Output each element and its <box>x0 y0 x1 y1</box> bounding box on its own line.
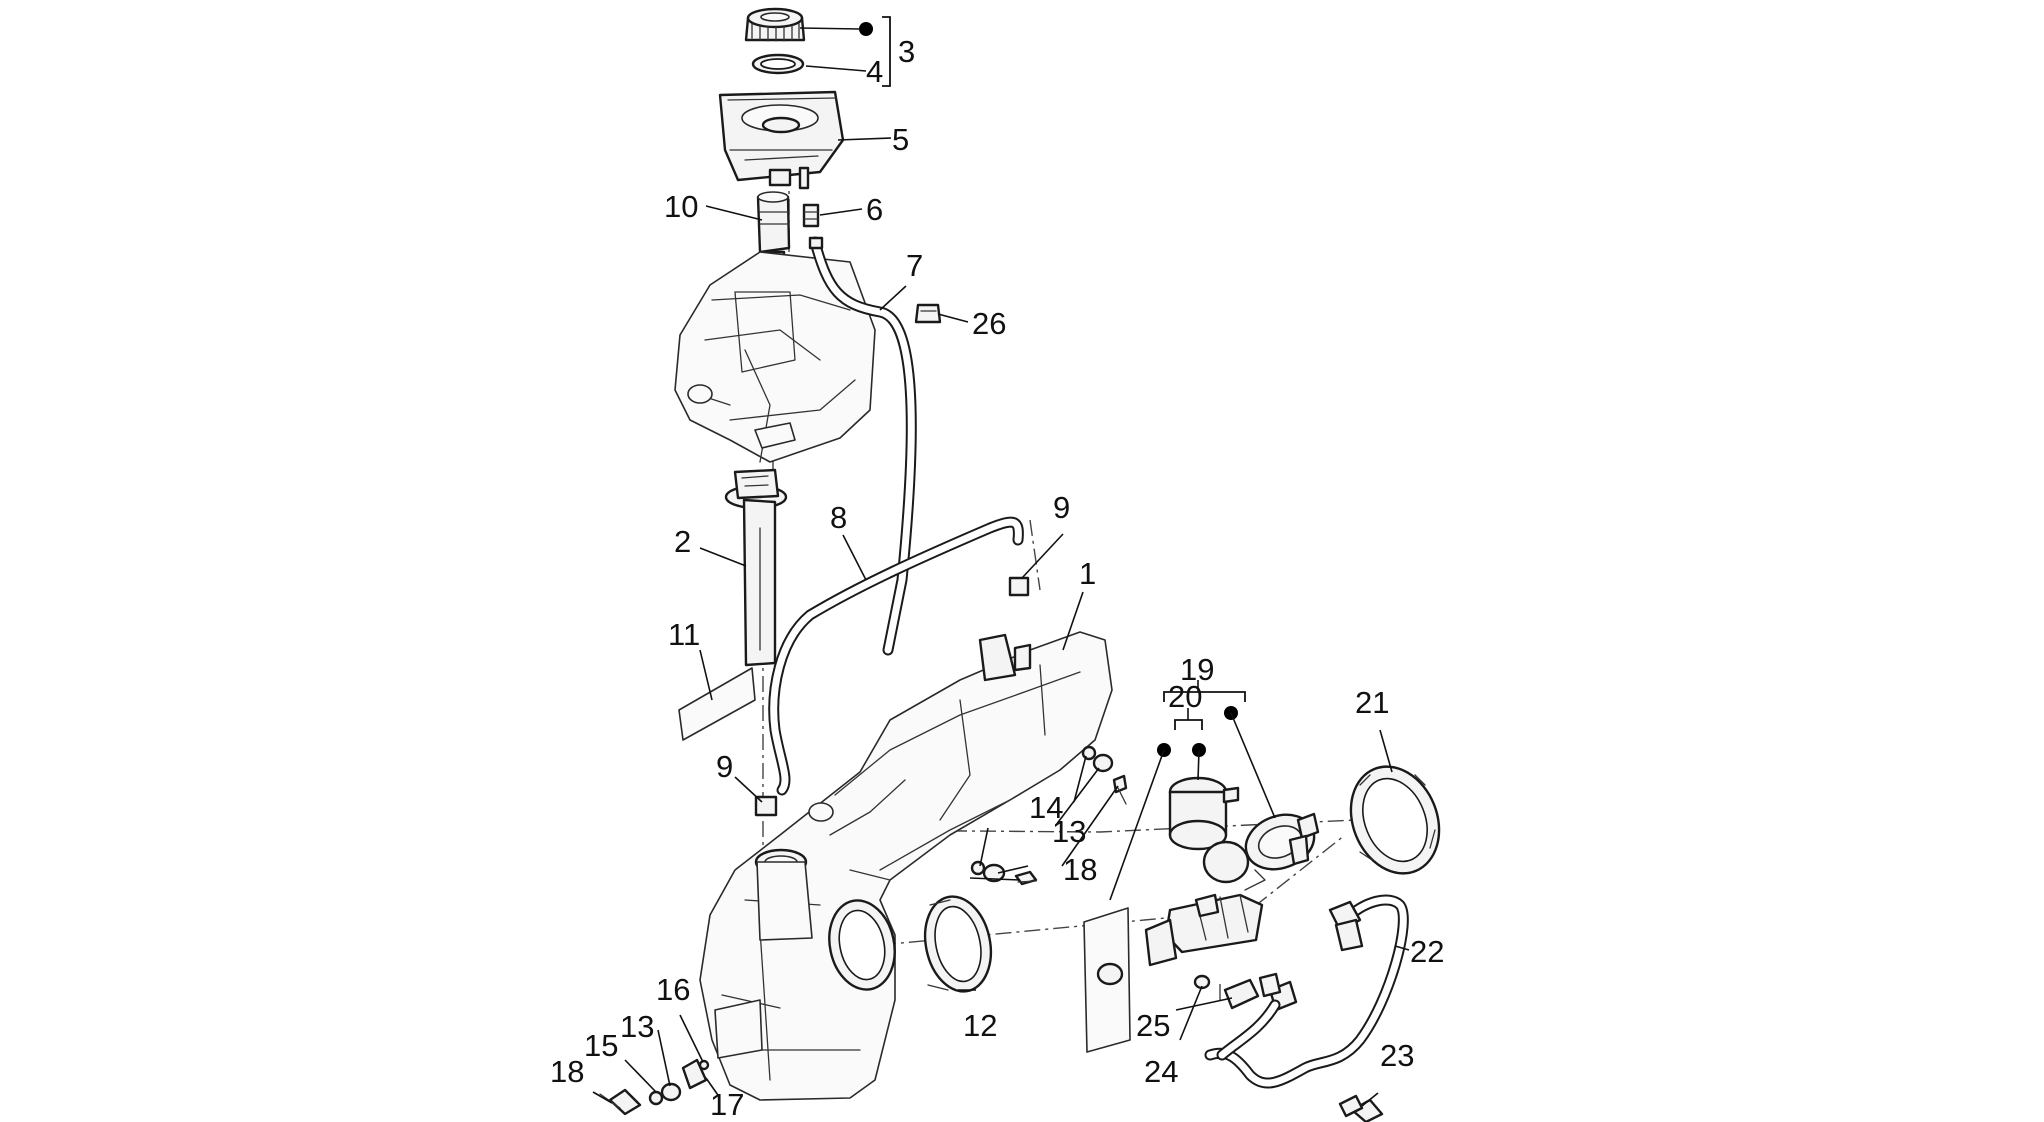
callout-18-lower: 18 <box>550 1054 584 1089</box>
fuel-level-sender-part <box>724 468 788 667</box>
return-hose-part <box>768 516 1024 796</box>
callout-6: 6 <box>866 192 883 227</box>
callout-25: 25 <box>1136 1008 1170 1043</box>
callout-5: 5 <box>892 122 909 157</box>
callout-26: 26 <box>972 306 1006 341</box>
small-connector-part <box>802 203 820 228</box>
callout-23: 23 <box>1380 1038 1414 1073</box>
upper-fastener-set <box>1081 745 1128 805</box>
hose-clamp-part <box>914 303 942 324</box>
callout-20: 20 <box>1168 679 1202 714</box>
callout-15: 15 <box>584 1028 618 1063</box>
callout-labels: 3 4 5 10 6 7 26 9 8 1 2 11 19 20 21 9 14… <box>550 34 1444 1122</box>
callout-21: 21 <box>1355 685 1389 720</box>
pump-seal-ring-part <box>923 895 993 993</box>
middle-fastener-set <box>970 860 1038 886</box>
bracket-clamp-part <box>1193 974 1260 1010</box>
lock-ring-part <box>1349 765 1441 875</box>
callout-24: 24 <box>1144 1054 1178 1089</box>
callout-1: 1 <box>1079 556 1096 591</box>
fuel-pump-assembly-part <box>1083 776 1320 1053</box>
hose-end-clip-part <box>1338 1094 1384 1122</box>
callout-13-lower: 13 <box>620 1009 654 1044</box>
callout-2: 2 <box>674 524 691 559</box>
gasket-sheet-part <box>678 667 756 741</box>
callout-14: 14 <box>1029 790 1063 825</box>
callout-10: 10 <box>664 189 698 224</box>
callout-8: 8 <box>830 500 847 535</box>
filler-reservoir-part <box>718 90 845 190</box>
kit-bullet-3 <box>859 22 873 36</box>
callout-19: 19 <box>1180 652 1214 687</box>
callout-3: 3 <box>898 34 915 69</box>
callout-7: 7 <box>906 248 923 283</box>
callout-9-upper: 9 <box>1053 490 1070 525</box>
fuel-line-part <box>1204 894 1409 1089</box>
callout-4: 4 <box>866 54 883 89</box>
fuel-tank-part <box>699 631 1113 1101</box>
tank-cover-part <box>674 251 876 463</box>
callout-18-upper: 18 <box>1063 852 1097 887</box>
callout-13-upper: 13 <box>1052 814 1086 849</box>
lower-fastener-set <box>599 1058 710 1116</box>
callout-22: 22 <box>1410 934 1444 969</box>
group-brackets <box>882 16 1246 730</box>
callout-11: 11 <box>668 617 700 652</box>
leader-lines <box>592 27 1410 1107</box>
long-hose-part <box>808 236 917 656</box>
filler-cap-part <box>744 7 806 42</box>
callout-16: 16 <box>656 972 690 1007</box>
callout-9-lower: 9 <box>716 749 733 784</box>
callout-12: 12 <box>963 1008 997 1043</box>
seal-ring-part <box>751 53 805 75</box>
callout-17: 17 <box>710 1087 744 1122</box>
